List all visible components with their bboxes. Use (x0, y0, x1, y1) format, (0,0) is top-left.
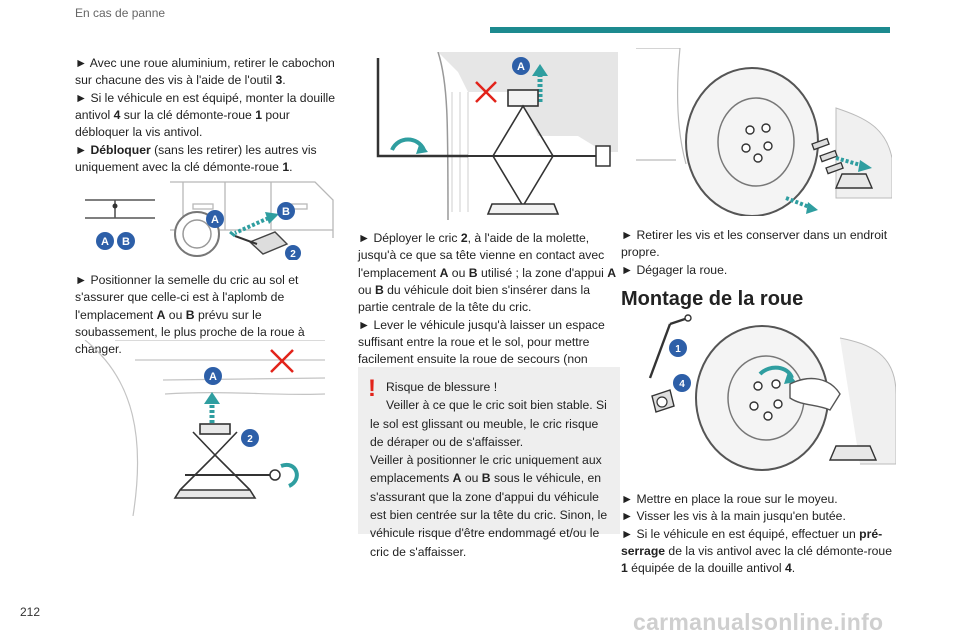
svg-text:A: A (209, 371, 217, 383)
svg-text:B: B (122, 236, 130, 248)
warning-box: ! Risque de blessure ! Veiller à ce que … (358, 367, 620, 559)
paragraph-hand-tighten: ► Visser les vis à la main jusqu'en buté… (621, 509, 846, 524)
svg-text:A: A (211, 214, 219, 226)
column-1-lower: ► Positionner la semelle du cric au sol … (75, 272, 339, 359)
paragraph-remove-caps: ► Avec une roue aluminium, retirer le ca… (75, 56, 335, 88)
svg-text:2: 2 (247, 434, 253, 445)
paragraph-loosen-bolts: ► Débloquer (sans les retirer) les autre… (75, 142, 317, 174)
section-title: Montage de la roue (621, 288, 804, 310)
paragraph-pre-tighten: ► Si le véhicule en est équipé, effectue… (621, 526, 892, 576)
column-3-lower: ► Mettre en place la roue sur le moyeu. … (621, 491, 893, 578)
svg-text:A: A (517, 61, 525, 73)
paragraph-position-jack: ► Positionner la semelle du cric au sol … (75, 273, 305, 357)
warning-line-positions: Veiller à positionner le cric uniquement… (370, 453, 608, 559)
warning-line-stability: Veiller à ce que le cric soit bien stabl… (370, 398, 607, 449)
page-number: 212 (20, 605, 41, 619)
watermark: carmanualsonline.info (633, 609, 884, 635)
warning-title: Risque de blessure ! (386, 380, 498, 394)
paragraph-deploy-jack: ► Déployer le cric 2, à l'aide de la mol… (358, 231, 617, 315)
svg-text:1: 1 (675, 344, 681, 355)
column-3-upper: ► Retirer les vis et les conserver dans … (621, 227, 891, 279)
paragraph-lift-vehicle: ► Lever le véhicule jusqu'à laisser un e… (358, 317, 605, 384)
paragraph-mount-wheel: ► Mettre en place la roue sur le moyeu. (621, 492, 838, 506)
warning-text: Risque de blessure ! Veiller à ce que le… (370, 378, 608, 561)
paragraph-antitheft-socket: ► Si le véhicule en est équipé, monter l… (75, 90, 336, 140)
jack-icon (248, 231, 289, 255)
wheel-icon (685, 67, 819, 216)
hand-icon (789, 377, 841, 411)
svg-text:A: A (101, 236, 109, 248)
wheel-brace-icon (648, 323, 672, 379)
jack-placement-illustration: A 2 (84, 340, 325, 516)
paragraph-release-wheel: ► Dégager la roue. (621, 262, 728, 277)
column-2: ► Déployer le cric 2, à l'aide de la mol… (358, 230, 620, 386)
wheel-removal-illustration (636, 48, 892, 216)
jack-contact-illustration: A (368, 52, 618, 220)
wheel-mounting-illustration: 1 4 (648, 314, 896, 471)
svg-text:4: 4 (679, 379, 685, 390)
header-accent-bar (490, 27, 890, 33)
jack-points-illustration: A B 2 A B (85, 181, 334, 260)
warning-icon: ! (368, 375, 376, 402)
column-1: ► Avec une roue aluminium, retirer le ca… (75, 55, 339, 176)
paragraph-remove-bolts: ► Retirer les vis et les conserver dans … (621, 228, 888, 260)
svg-text:B: B (282, 206, 290, 218)
bolts-icon (811, 137, 844, 175)
scissor-jack-head-icon (486, 89, 560, 215)
svg-text:2: 2 (290, 249, 296, 260)
section-header: En cas de panne (75, 6, 166, 20)
scissor-jack-icon (173, 423, 257, 499)
